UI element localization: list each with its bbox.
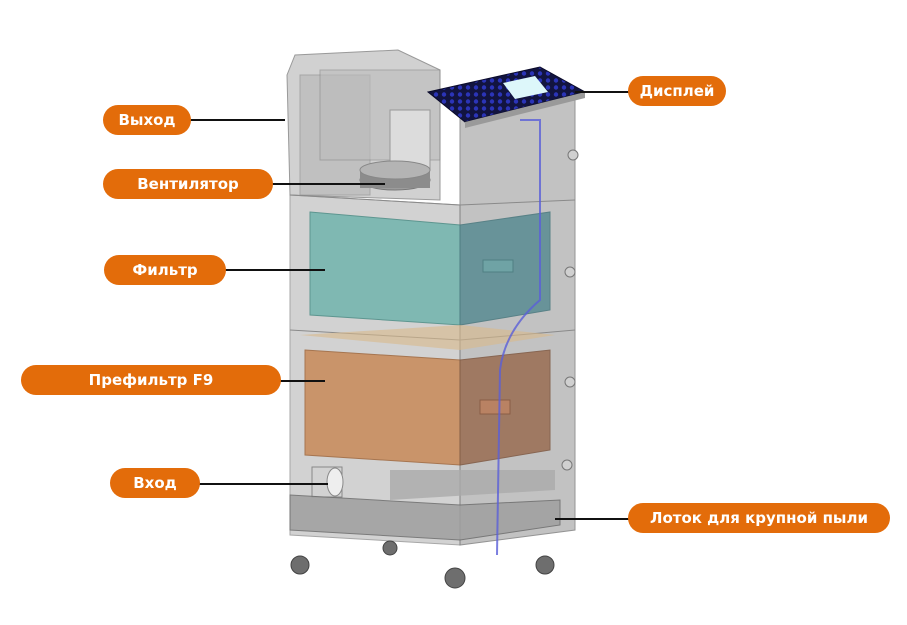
leader-line-display	[575, 91, 630, 93]
door-latches	[561, 149, 579, 471]
label-fan: Вентилятор	[103, 169, 273, 199]
prefilter-box	[300, 325, 555, 466]
label-filter: Фильтр	[104, 255, 226, 285]
display-panel	[426, 66, 587, 128]
inlet-duct	[311, 466, 344, 498]
label-inlet: Вход	[110, 468, 200, 498]
filter-box	[309, 211, 551, 326]
cable	[496, 119, 541, 556]
leader-line-dust-tray	[555, 518, 630, 520]
label-display: Дисплей	[628, 76, 726, 106]
leader-line-exit	[190, 119, 285, 121]
leader-line-inlet	[198, 483, 328, 485]
casters	[290, 540, 555, 589]
leader-line-filter	[225, 269, 325, 271]
label-dust-tray: Лоток для крупной пыли	[628, 503, 890, 533]
display-screen	[503, 76, 548, 99]
fan-unit	[359, 109, 431, 191]
leader-line-prefilter	[280, 380, 325, 382]
dust-tray	[289, 470, 561, 541]
label-exit: Выход	[103, 105, 191, 135]
label-prefilter: Префильтр F9	[21, 365, 281, 395]
leader-line-fan	[270, 183, 385, 185]
